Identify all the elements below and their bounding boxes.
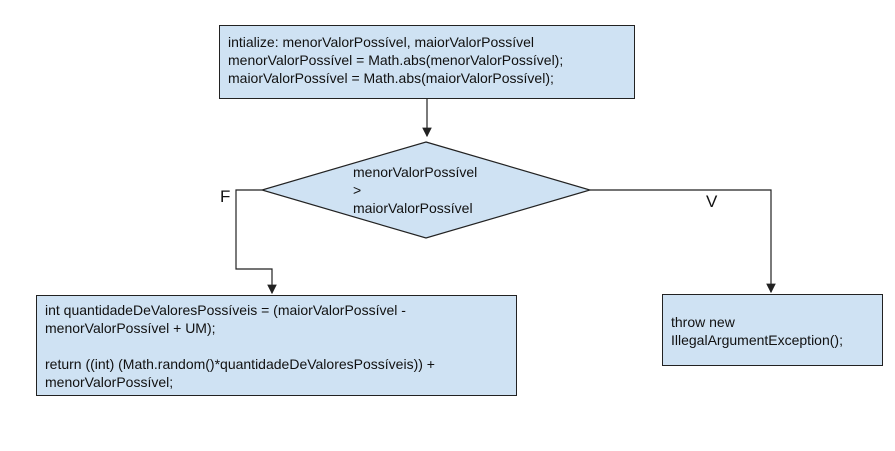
false-branch-connector [235,189,277,295]
false-path-process-box: int quantidadeDeValoresPossíveis = (maio… [36,295,517,396]
decision-condition-text: menorValorPossível > maiorValorPossível [353,164,478,216]
true-branch-label: V [706,192,718,211]
true-branch-connector [590,189,776,294]
false-branch-label: F [220,187,231,206]
true-path-exception-box: throw new IllegalArgumentException(); [662,294,883,366]
initialize-process-box: intialize: menorValorPossível, maiorValo… [219,25,635,99]
decision-diamond [259,141,593,239]
